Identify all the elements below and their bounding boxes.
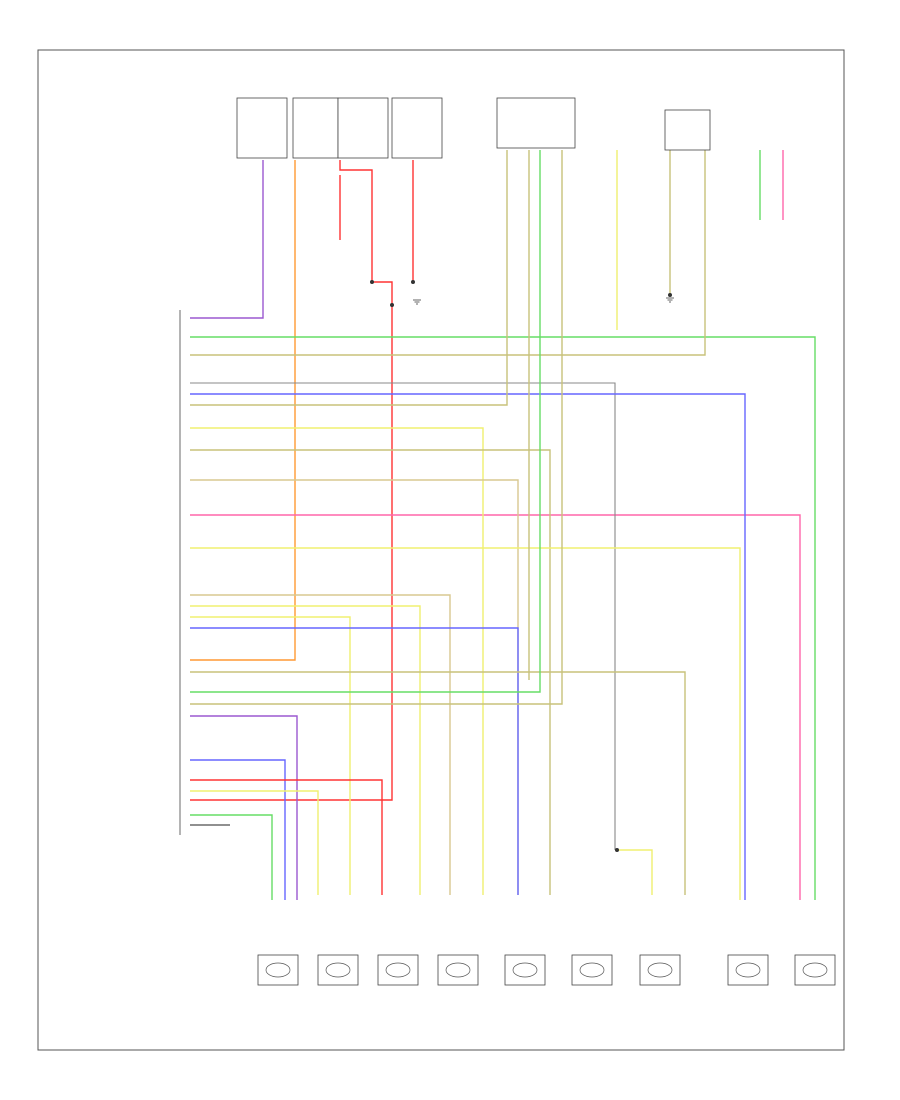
bottom-unit-8 — [794, 954, 836, 986]
wire-olive-5 — [190, 150, 563, 705]
top-switch — [496, 97, 576, 149]
wire-green-2 — [190, 150, 541, 693]
wire-gray-1 — [190, 382, 616, 850]
wire-pink — [190, 514, 801, 900]
bottom-unit-7 — [727, 954, 769, 986]
splice-dot — [668, 293, 672, 297]
diagram-frame — [37, 49, 845, 1051]
wire-layer — [190, 150, 816, 900]
sensor-body — [579, 962, 605, 978]
wire-blue-3 — [190, 759, 286, 900]
top-module-block-2 — [391, 97, 443, 159]
wire-orange-top — [190, 160, 296, 661]
sensor-body — [735, 962, 761, 978]
top-sensor-box-1 — [236, 97, 288, 159]
wire-green-3 — [190, 814, 273, 900]
ground-icon — [413, 299, 421, 305]
bottom-unit-5 — [571, 954, 613, 986]
wire-green-long — [190, 336, 816, 900]
wire-purple-2 — [190, 715, 298, 900]
bottom-unit-4 — [504, 954, 546, 986]
top-module-block — [337, 97, 389, 159]
wire-tan-1 — [190, 479, 519, 895]
splice-dot — [615, 848, 619, 852]
wire-yellow-7 — [617, 849, 653, 895]
top-connector — [664, 109, 711, 151]
sensor-body — [802, 962, 828, 978]
wire-yellow-4 — [190, 616, 351, 895]
wire-yellow-3 — [190, 605, 421, 895]
splice-dot — [370, 280, 374, 284]
wire-red-top — [190, 160, 393, 801]
wire-red-2 — [190, 779, 383, 895]
wire-olive-3 — [190, 449, 551, 895]
splice-dot — [411, 280, 415, 284]
wire-yellow-2 — [190, 547, 741, 900]
sensor-body — [647, 962, 673, 978]
splice-dot — [390, 303, 394, 307]
sensor-body — [512, 962, 538, 978]
top-sensor-box-2 — [292, 97, 339, 159]
wire-yellow-1 — [190, 427, 484, 895]
wire-blue-2 — [190, 627, 519, 895]
ground-icon — [666, 297, 674, 303]
sensor-body — [385, 962, 411, 978]
wire-olive-2 — [190, 150, 508, 406]
wire-purple-top — [190, 160, 264, 319]
bottom-unit-2 — [377, 954, 419, 986]
wire-blue-long — [190, 393, 746, 900]
bottom-unit-3 — [437, 954, 479, 986]
sensor-body — [325, 962, 351, 978]
sensor-body — [265, 962, 291, 978]
wire-olive-1 — [190, 150, 706, 356]
bottom-unit-6 — [639, 954, 681, 986]
component-layer — [179, 97, 836, 986]
wire-tan-2 — [190, 594, 451, 895]
wire-olive-4 — [190, 671, 686, 895]
bottom-unit-0 — [257, 954, 299, 986]
wire-yellow-5 — [190, 790, 319, 895]
bottom-unit-1 — [317, 954, 359, 986]
sensor-body — [445, 962, 471, 978]
